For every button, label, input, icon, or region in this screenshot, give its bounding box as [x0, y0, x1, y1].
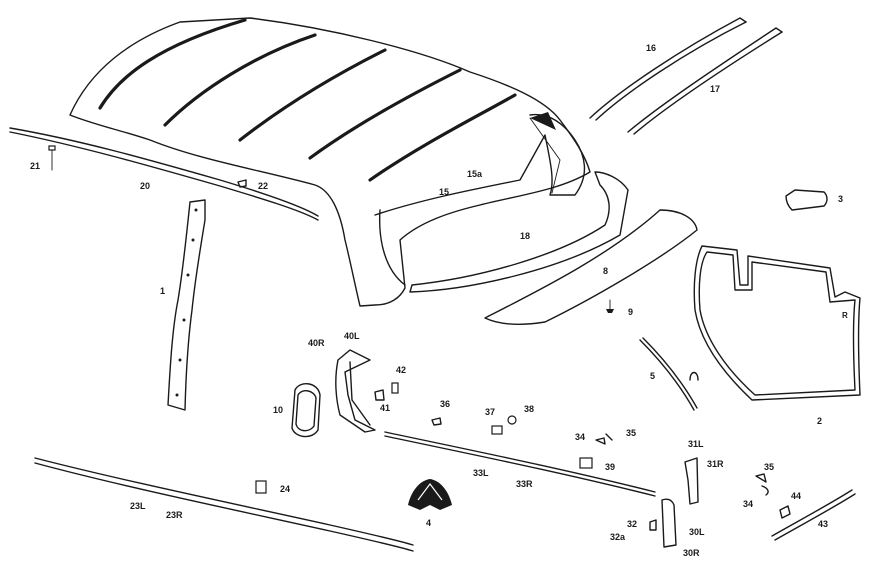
callout-30R: 30R	[683, 548, 700, 558]
bracket-31	[684, 457, 699, 505]
callout-31R: 31R	[707, 459, 724, 469]
callout-16: 16	[646, 43, 657, 53]
callout-33L: 33L	[473, 468, 489, 478]
parts-34-35-left	[595, 433, 613, 445]
trim-strip-33	[384, 431, 656, 497]
callout-40R: 40R	[308, 338, 325, 348]
callout-15: 15	[439, 187, 450, 197]
callout-17: 17	[710, 84, 721, 94]
fastener-9	[606, 299, 614, 313]
soft-top-canopy	[69, 17, 591, 307]
callout-5: 5	[650, 371, 656, 381]
cap-3	[785, 189, 828, 211]
drip-rail	[9, 127, 319, 221]
callout-1: 1	[160, 286, 166, 296]
callout-43: 43	[818, 519, 829, 529]
callout-32a: 32a	[610, 532, 626, 542]
callout-41: 41	[380, 403, 391, 413]
callout-34-left: 34	[575, 432, 586, 442]
callout-9: 9	[628, 307, 634, 317]
callout-37: 37	[485, 407, 496, 417]
callout-24: 24	[280, 484, 291, 494]
callout-15a: 15a	[467, 169, 483, 179]
callout-33R: 33R	[516, 479, 533, 489]
callout-8: 8	[603, 266, 609, 276]
callout-23L: 23L	[130, 501, 146, 511]
rocker-trim-23	[34, 457, 414, 552]
clip-24	[255, 480, 267, 494]
callout-38: 38	[524, 404, 535, 414]
callout-30L: 30L	[689, 527, 705, 537]
callout-21: 21	[30, 161, 41, 171]
screw-21	[48, 145, 56, 171]
callout-35-left: 35	[626, 428, 637, 438]
callout-2: 2	[817, 416, 823, 426]
callout-18: 18	[520, 231, 531, 241]
small-parts-41-42	[374, 382, 399, 401]
rod-5	[639, 337, 699, 411]
part-2-side-mark: R	[842, 311, 848, 320]
clip-22	[237, 179, 247, 188]
callout-22: 22	[258, 181, 269, 191]
callout-42: 42	[396, 365, 407, 375]
callout-32: 32	[627, 519, 638, 529]
parts-34-35-right	[755, 473, 769, 496]
rear-deck-panel	[484, 209, 698, 326]
callout-31L: 31L	[688, 439, 704, 449]
callout-40L: 40L	[344, 331, 360, 341]
callout-39: 39	[605, 462, 616, 472]
gasket-10	[291, 383, 321, 438]
callout-20: 20	[140, 181, 151, 191]
callout-36: 36	[440, 399, 451, 409]
callout-35-right: 35	[764, 462, 775, 472]
callout-34-right: 34	[743, 499, 754, 509]
clip-32	[649, 519, 657, 531]
plate-44	[779, 505, 791, 519]
callout-4: 4	[426, 518, 432, 528]
vent-trim-40	[335, 349, 376, 433]
rear-window	[409, 171, 629, 293]
windshield-pillar	[167, 199, 206, 411]
strip-43	[771, 489, 856, 541]
side-window-frame	[693, 245, 861, 401]
callout-10: 10	[273, 405, 284, 415]
trim-end-30	[661, 498, 677, 548]
small-parts-36-39	[431, 415, 593, 469]
emblem-4	[408, 479, 452, 510]
callout-23R: 23R	[166, 510, 183, 520]
roof-rail-strips	[589, 17, 783, 135]
callout-3: 3	[838, 194, 844, 204]
callout-44: 44	[791, 491, 802, 501]
